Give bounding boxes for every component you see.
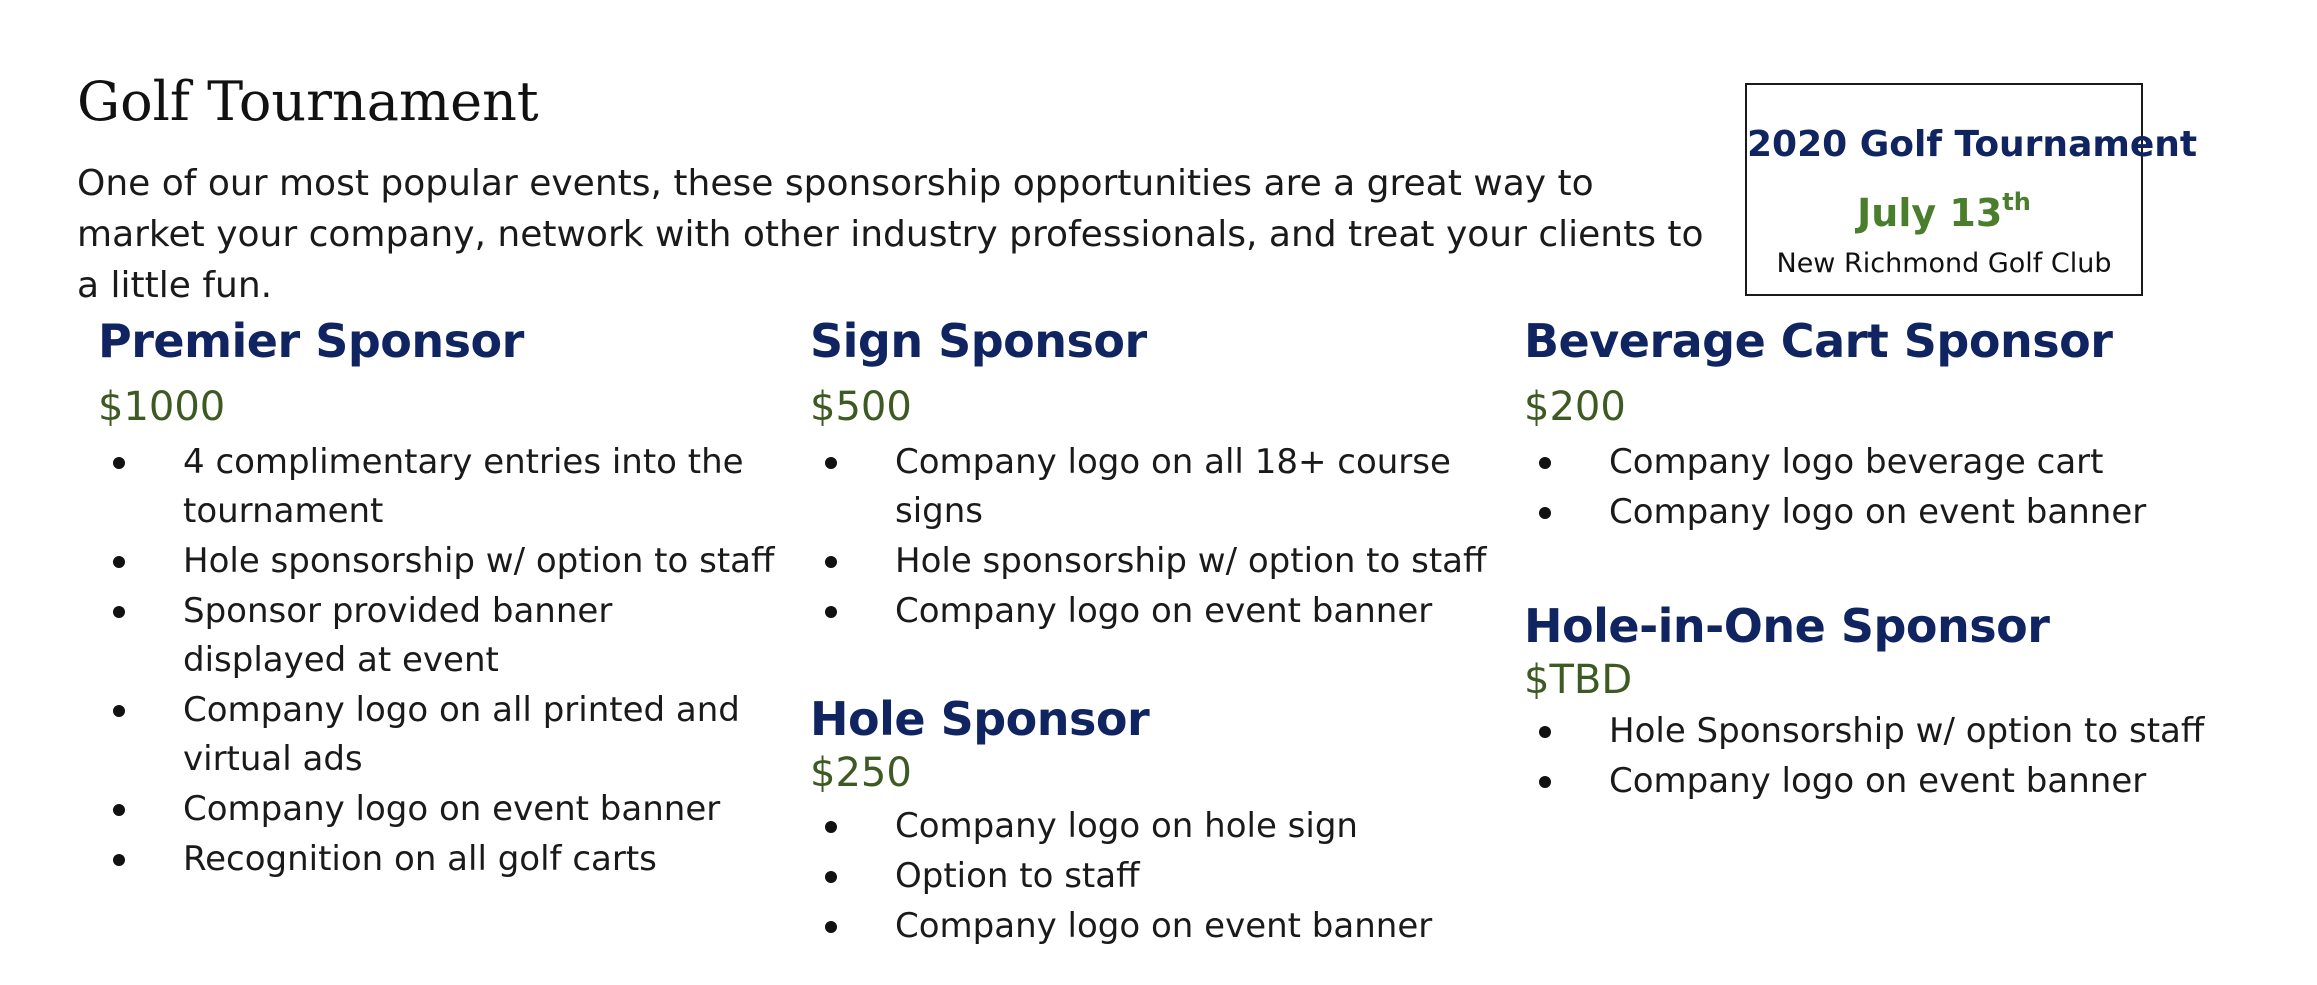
list-item-text: Company logo on event banner bbox=[895, 591, 1433, 631]
bullet-icon bbox=[113, 705, 125, 717]
list-item: Company logo on event banner bbox=[1524, 488, 2284, 537]
section-price: $200 bbox=[1524, 384, 1626, 430]
bullet-icon bbox=[825, 871, 837, 883]
list-item: Company logo beverage cart bbox=[1524, 438, 2284, 487]
list-item: Hole sponsorship w/ option to staff bbox=[98, 537, 778, 586]
hole-in-one-sponsor-section: Hole-in-One Sponsor $TBD Hole Sponsorshi… bbox=[1524, 597, 2284, 807]
section-heading: Hole-in-One Sponsor bbox=[1524, 599, 2050, 653]
list-item-text: Company logo on all 18+ course signs bbox=[895, 442, 1451, 531]
section-price: $TBD bbox=[1524, 657, 1633, 703]
event-box-venue: New Richmond Golf Club bbox=[1776, 248, 2112, 279]
premier-sponsor-section: Premier Sponsor $1000 4 complimentary en… bbox=[98, 312, 778, 885]
bullet-icon bbox=[113, 804, 125, 816]
bullet-icon bbox=[113, 457, 125, 469]
benefit-list: 4 complimentary entries into the tournam… bbox=[98, 438, 778, 884]
section-heading: Hole Sponsor bbox=[810, 692, 1150, 746]
list-item: Company logo on hole sign bbox=[810, 802, 1510, 851]
list-item: Company logo on all printed and virtual … bbox=[98, 686, 778, 784]
list-item: Company logo on event banner bbox=[1524, 757, 2284, 806]
event-info-box: 2020 Golf Tournament July 13th New Richm… bbox=[1745, 83, 2198, 296]
list-item: Company logo on event banner bbox=[98, 785, 778, 834]
list-item: Company logo on all 18+ course signs bbox=[810, 438, 1510, 536]
list-item: Company logo on event banner bbox=[810, 902, 1510, 951]
section-price: $250 bbox=[810, 750, 912, 796]
list-item-text: Company logo on hole sign bbox=[895, 806, 1358, 846]
bullet-icon bbox=[825, 606, 837, 618]
section-heading: Beverage Cart Sponsor bbox=[1524, 314, 2113, 368]
event-date-suffix: th bbox=[2002, 188, 2031, 216]
sign-sponsor-section: Sign Sponsor $500 Company logo on all 18… bbox=[810, 312, 1510, 637]
list-item-text: Hole sponsorship w/ option to staff bbox=[183, 541, 775, 581]
bullet-icon bbox=[1539, 457, 1551, 469]
bullet-icon bbox=[1539, 507, 1551, 519]
bullet-icon bbox=[1539, 776, 1551, 788]
section-heading: Sign Sponsor bbox=[810, 314, 1147, 368]
list-item-text: Company logo on event banner bbox=[183, 789, 721, 829]
list-item: Recognition on all golf carts bbox=[98, 835, 778, 884]
bullet-icon bbox=[825, 556, 837, 568]
event-box-date: July 13th bbox=[1747, 190, 2141, 236]
page-title: Golf Tournament bbox=[77, 70, 539, 133]
list-item-text: Company logo on all printed and virtual … bbox=[183, 690, 740, 779]
list-item: Hole Sponsorship w/ option to staff bbox=[1524, 707, 2284, 756]
bullet-icon bbox=[113, 606, 125, 618]
list-item-text: Hole sponsorship w/ option to staff bbox=[895, 541, 1487, 581]
bullet-icon bbox=[113, 556, 125, 568]
list-item-text: Company logo beverage cart bbox=[1609, 442, 2104, 482]
bullet-icon bbox=[1539, 726, 1551, 738]
section-price: $500 bbox=[810, 384, 912, 430]
event-date-main: July 13 bbox=[1857, 191, 2003, 235]
list-item-text: Sponsor provided banner displayed at eve… bbox=[183, 591, 613, 680]
hole-sponsor-section: Hole Sponsor $250 Company logo on hole s… bbox=[810, 690, 1510, 952]
list-item: Sponsor provided banner displayed at eve… bbox=[98, 587, 778, 685]
list-item-text: 4 complimentary entries into the tournam… bbox=[183, 442, 744, 531]
bullet-icon bbox=[113, 854, 125, 866]
list-item: 4 complimentary entries into the tournam… bbox=[98, 438, 778, 536]
list-item: Hole sponsorship w/ option to staff bbox=[810, 537, 1510, 586]
list-item-text: Hole Sponsorship w/ option to staff bbox=[1609, 711, 2205, 751]
beverage-cart-sponsor-section: Beverage Cart Sponsor $200 Company logo … bbox=[1524, 312, 2284, 538]
list-item-text: Company logo on event banner bbox=[1609, 761, 2147, 801]
bullet-icon bbox=[825, 457, 837, 469]
event-box-title: 2020 Golf Tournament bbox=[1747, 124, 2198, 165]
list-item-text: Recognition on all golf carts bbox=[183, 839, 657, 879]
bullet-icon bbox=[825, 921, 837, 933]
intro-paragraph: One of our most popular events, these sp… bbox=[77, 163, 1704, 306]
list-item: Option to staff bbox=[810, 852, 1510, 901]
list-item: Company logo on event banner bbox=[810, 587, 1510, 636]
section-heading: Premier Sponsor bbox=[98, 314, 524, 368]
list-item-text: Company logo on event banner bbox=[895, 906, 1433, 946]
list-item-text: Company logo on event banner bbox=[1609, 492, 2147, 532]
bullet-icon bbox=[825, 821, 837, 833]
section-price: $1000 bbox=[98, 384, 226, 430]
list-item-text: Option to staff bbox=[895, 856, 1140, 896]
